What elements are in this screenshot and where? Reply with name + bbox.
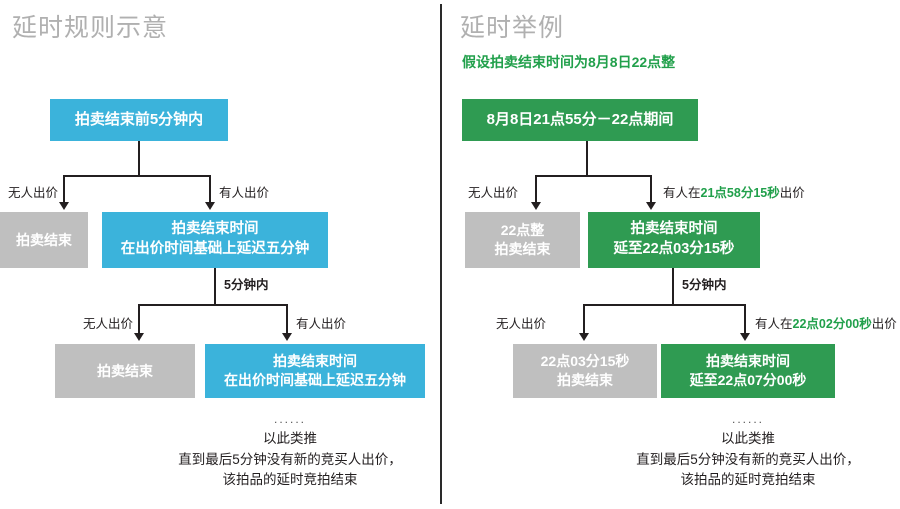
left-branch1-left-box-label: 拍卖结束 — [16, 231, 72, 248]
left-branch2-right-box: 拍卖结束时间 在出价时间基础上延迟五分钟 — [205, 344, 425, 398]
right-branch2-left-drop — [583, 304, 585, 334]
left-panel-title: 延时规则示意 — [12, 14, 169, 42]
right-branch1-left-box: 22点整 拍卖结束 — [465, 212, 580, 268]
right-branch1-label-right: 有人在21点58分15秒出价 — [663, 182, 805, 201]
right-branch2-left-box-line2: 拍卖结束 — [557, 372, 613, 388]
left-branch2-right-box-line1: 拍卖结束时间 — [273, 353, 357, 370]
left-branch1-label-left: 无人出价 — [8, 186, 59, 200]
left-root-box-label: 拍卖结束前5分钟内 — [74, 110, 204, 128]
left-branch2-left-arrow-icon — [134, 333, 144, 341]
left-branch1-left-box: 拍卖结束 — [0, 212, 88, 268]
right-branch1-label-right-prefix: 有人在 — [663, 186, 701, 200]
left-branch2-right-box-line2: 在出价时间基础上延迟五分钟 — [224, 372, 406, 388]
right-footnote: ...... 以此类推 直到最后5分钟没有新的竞买人出价， 该拍品的延时竞拍结束 — [603, 410, 893, 491]
left-branch1-rail — [63, 175, 211, 177]
left-branch1-stem — [138, 141, 140, 176]
right-branch1-right-arrow-icon — [646, 202, 656, 210]
right-branch2-label-right-prefix: 有人在 — [755, 317, 793, 331]
left-branch1-right-box: 拍卖结束时间 在出价时间基础上延迟五分钟 — [102, 212, 328, 268]
right-panel-subtitle: 假设拍卖结束时间为8月8日22点整 — [462, 54, 676, 70]
left-branch2-rail — [138, 304, 288, 306]
right-branch1-left-arrow-icon — [531, 202, 541, 210]
right-branch2-left-box-line1: 22点03分15秒 — [540, 353, 630, 370]
left-footnote-line3: 该拍品的延时竞拍结束 — [222, 472, 358, 488]
right-branch1-left-box-line1: 22点整 — [500, 222, 545, 239]
left-branch2-label-right: 有人出价 — [296, 317, 347, 331]
left-branch2-right-drop — [286, 304, 288, 334]
left-branch1-right-box-line1: 拍卖结束时间 — [171, 221, 259, 238]
right-branch2-right-drop — [744, 304, 746, 334]
right-panel-title: 延时举例 — [460, 14, 565, 42]
left-branch2-right-arrow-icon — [282, 333, 292, 341]
left-branch2-stem — [214, 268, 216, 305]
right-branch2-stem-label: 5分钟内 — [682, 278, 727, 292]
left-footnote: ...... 以此类推 直到最后5分钟没有新的竞买人出价， 该拍品的延时竞拍结束 — [145, 410, 435, 491]
right-branch2-right-box-line1: 拍卖结束时间 — [706, 353, 790, 370]
right-branch1-label-left: 无人出价 — [468, 186, 519, 200]
right-branch2-right-box: 拍卖结束时间 延至22点07分00秒 — [661, 344, 835, 398]
right-footnote-dots: ...... — [731, 412, 764, 426]
left-branch1-left-arrow-icon — [59, 202, 69, 210]
right-branch2-label-left: 无人出价 — [496, 317, 547, 331]
right-branch2-rail — [583, 304, 746, 306]
right-root-box: 8月8日21点55分－22点期间 — [462, 99, 698, 141]
right-branch2-stem — [672, 268, 674, 305]
left-branch2-stem-label: 5分钟内 — [224, 278, 269, 292]
left-branch1-left-drop — [63, 175, 65, 203]
right-branch2-label-right-highlight: 22点02分00秒 — [792, 317, 872, 331]
left-branch1-label-right: 有人出价 — [219, 186, 270, 200]
right-root-box-label: 8月8日21点55分－22点期间 — [486, 110, 674, 128]
right-branch1-right-box-line1: 拍卖结束时间 — [630, 221, 718, 238]
left-branch1-right-drop — [209, 175, 211, 203]
left-footnote-line2: 直到最后5分钟没有新的竞买人出价， — [178, 451, 402, 467]
left-branch2-label-left: 无人出价 — [83, 317, 134, 331]
right-branch2-right-box-line2: 延至22点07分00秒 — [689, 372, 807, 388]
right-branch2-right-arrow-icon — [740, 333, 750, 341]
right-branch2-left-arrow-icon — [579, 333, 589, 341]
panel-divider — [440, 4, 442, 504]
right-branch2-label-right: 有人在22点02分00秒出价 — [755, 313, 897, 332]
right-branch1-right-box: 拍卖结束时间 延至22点03分15秒 — [588, 212, 760, 268]
left-branch2-left-box: 拍卖结束 — [55, 344, 195, 398]
left-root-box: 拍卖结束前5分钟内 — [50, 99, 228, 141]
right-footnote-line1: 以此类推 — [721, 430, 775, 446]
right-branch1-label-right-suffix: 出价 — [779, 186, 805, 200]
left-branch1-right-box-line2: 在出价时间基础上延迟五分钟 — [120, 241, 310, 257]
left-branch2-left-drop — [138, 304, 140, 334]
right-footnote-line2: 直到最后5分钟没有新的竞买人出价， — [636, 451, 860, 467]
right-footnote-line3: 该拍品的延时竞拍结束 — [680, 472, 816, 488]
right-branch1-right-drop — [650, 175, 652, 203]
right-branch1-rail — [535, 175, 652, 177]
right-branch1-label-right-highlight: 21点58分15秒 — [700, 186, 780, 200]
left-footnote-dots: ...... — [273, 412, 306, 426]
right-branch1-right-box-line2: 延至22点03分15秒 — [613, 241, 735, 257]
left-footnote-line1: 以此类推 — [263, 430, 317, 446]
right-branch1-left-box-line2: 拍卖结束 — [494, 241, 551, 257]
right-branch2-label-right-suffix: 出价 — [871, 317, 897, 331]
right-branch1-left-drop — [535, 175, 537, 203]
left-branch1-right-arrow-icon — [205, 202, 215, 210]
right-branch1-stem — [586, 141, 588, 176]
right-branch2-left-box: 22点03分15秒 拍卖结束 — [513, 344, 657, 398]
left-branch2-left-box-label: 拍卖结束 — [97, 362, 153, 379]
